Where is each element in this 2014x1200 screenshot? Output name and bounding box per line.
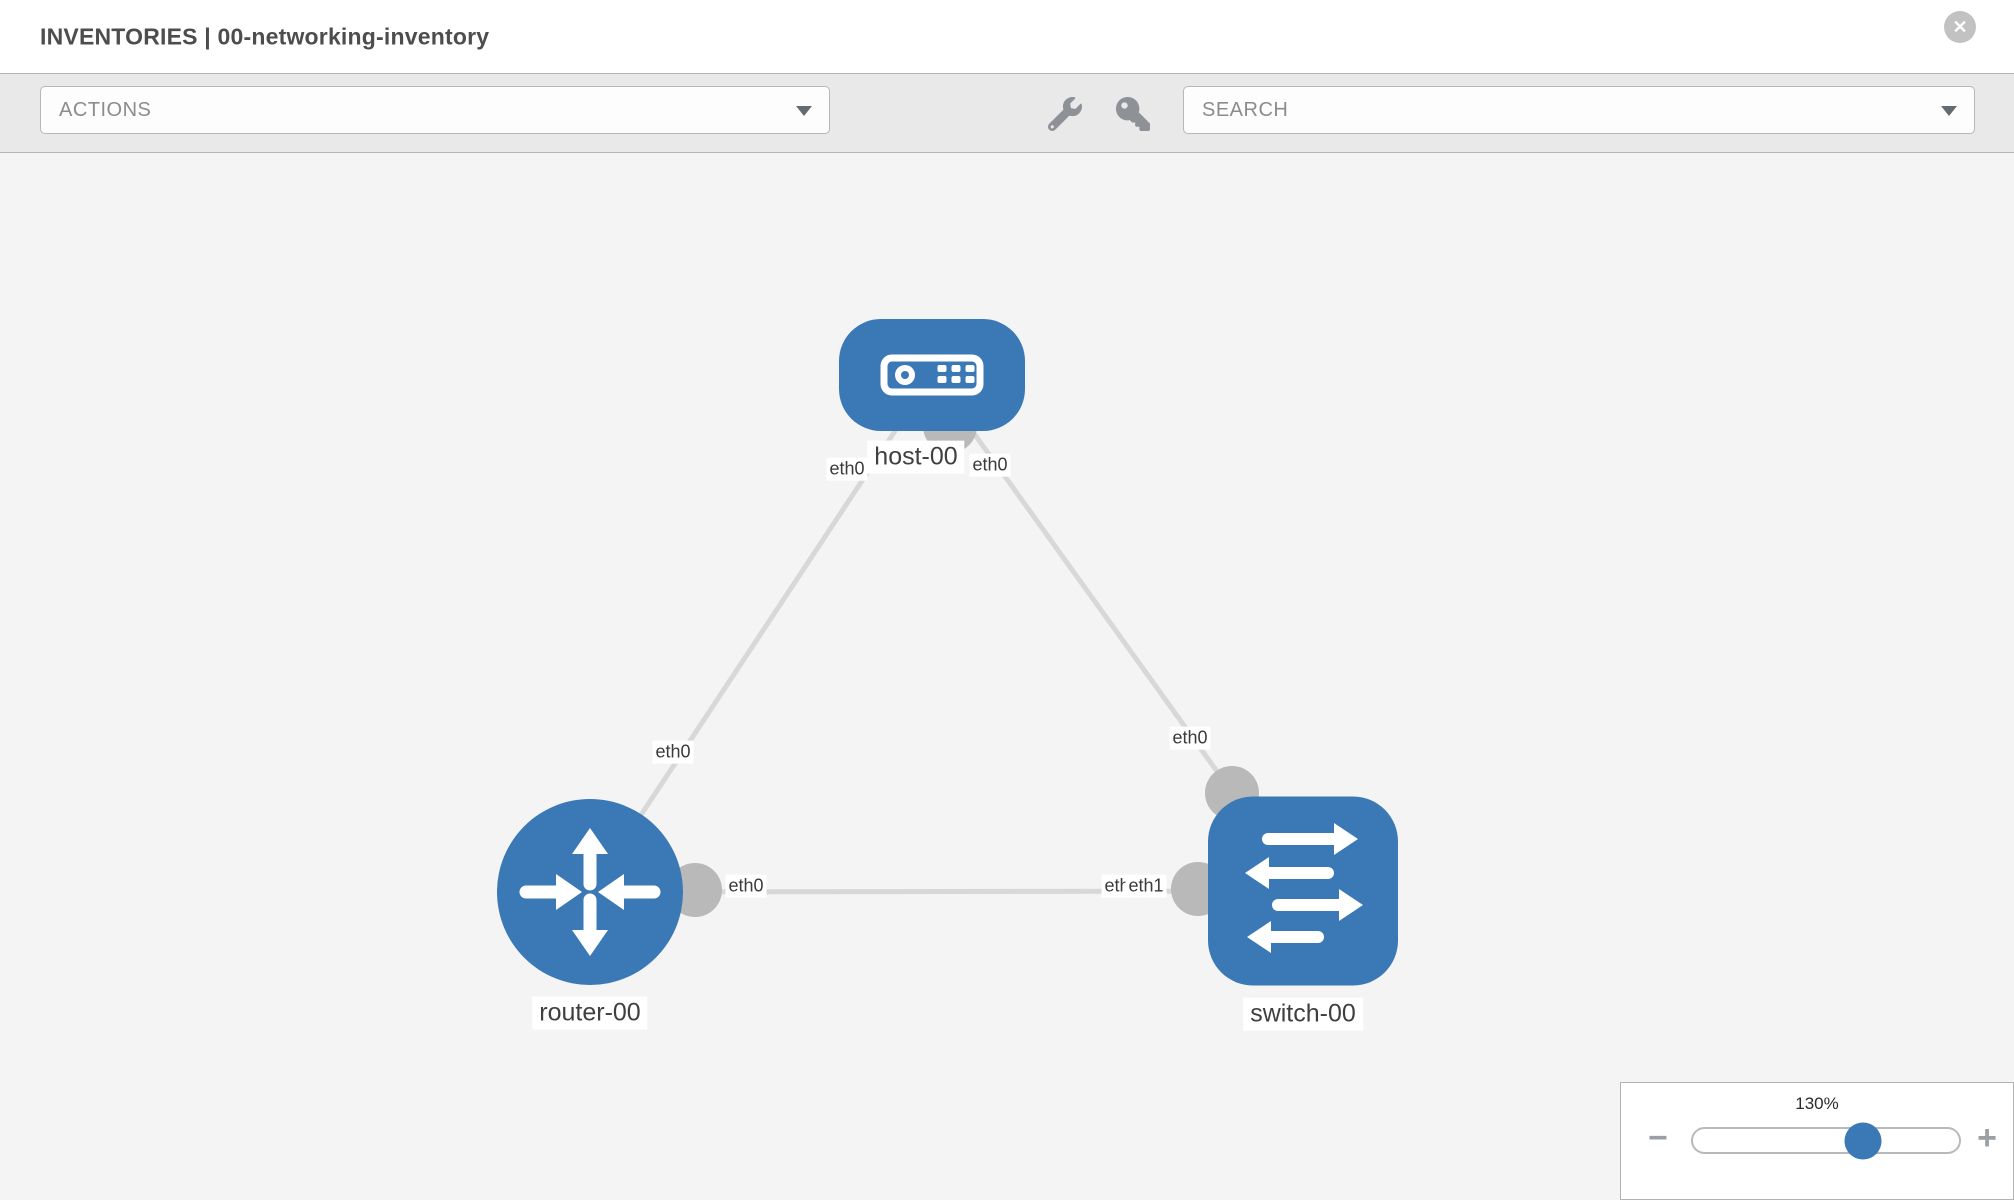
zoom-value: 130% bbox=[1795, 1094, 1839, 1113]
port-label: eth0 bbox=[1169, 726, 1211, 750]
close-button[interactable]: ✕ bbox=[1944, 11, 1976, 43]
node-label-router-00: router-00 bbox=[532, 996, 648, 1030]
port-label: eth1 bbox=[1125, 874, 1167, 898]
node-host-00[interactable] bbox=[839, 319, 1025, 431]
host-icon bbox=[880, 354, 984, 396]
router-icon bbox=[519, 828, 661, 956]
zoom-in-button[interactable]: + bbox=[1977, 1119, 1997, 1157]
zoom-out-button[interactable]: − bbox=[1648, 1119, 1668, 1157]
chevron-down-icon bbox=[796, 106, 812, 116]
port-label: eth0 bbox=[969, 453, 1011, 477]
header: INVENTORIES | 00-networking-inventory ✕ bbox=[0, 0, 2014, 73]
node-switch-00[interactable] bbox=[1208, 796, 1398, 986]
node-label-switch-00: switch-00 bbox=[1243, 997, 1363, 1031]
wrench-icon[interactable] bbox=[1048, 74, 1082, 154]
toolbar: ACTIONS SEARCH bbox=[0, 73, 2014, 153]
zoom-slider[interactable] bbox=[1691, 1122, 1961, 1159]
search-dropdown-label: SEARCH bbox=[1202, 98, 1289, 121]
actions-dropdown-label: ACTIONS bbox=[59, 98, 152, 121]
switch-icon bbox=[1245, 823, 1363, 953]
close-icon: ✕ bbox=[1952, 17, 1968, 37]
node-label-host-00: host-00 bbox=[867, 440, 965, 474]
node-router-00[interactable] bbox=[497, 799, 683, 985]
actions-dropdown[interactable]: ACTIONS bbox=[40, 86, 830, 134]
port-label: eth0 bbox=[725, 874, 767, 898]
chevron-down-icon bbox=[1941, 106, 1957, 116]
port-label: eth0 bbox=[652, 740, 694, 764]
zoom-panel: 130% − + bbox=[1620, 1082, 2014, 1200]
zoom-slider-thumb[interactable] bbox=[1844, 1122, 1882, 1159]
search-dropdown[interactable]: SEARCH bbox=[1183, 86, 1975, 134]
key-icon[interactable] bbox=[1116, 74, 1150, 154]
page-title: INVENTORIES | 00-networking-inventory bbox=[40, 23, 490, 49]
port-label: eth0 bbox=[826, 457, 868, 481]
